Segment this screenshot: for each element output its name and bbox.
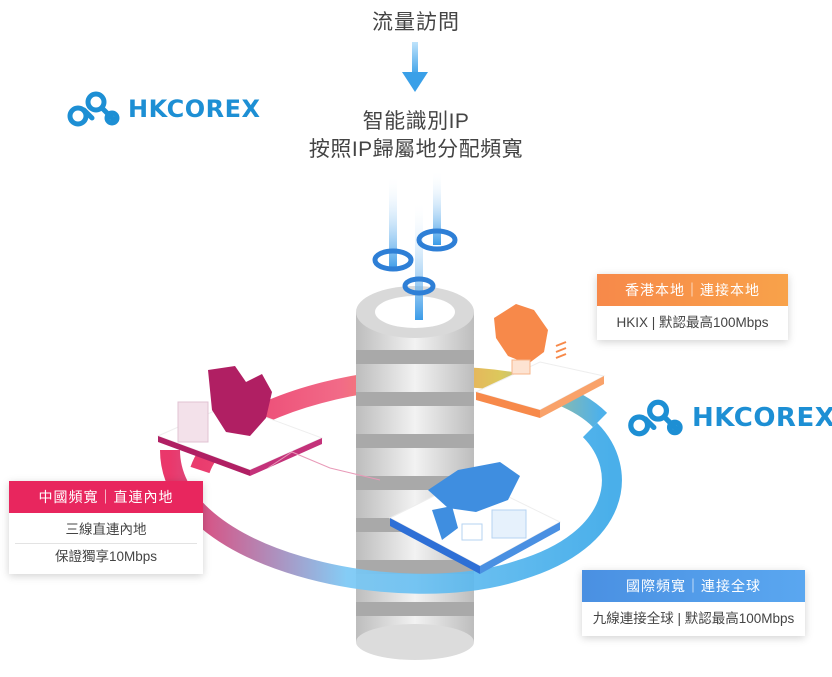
world-platform — [388, 462, 562, 574]
logo-wordmark: HKCOREX — [692, 403, 832, 433]
hk-platform — [474, 304, 606, 418]
logo-wordmark: HKCOREX — [128, 95, 261, 123]
hkcorex-logo-right: HKCOREX — [626, 396, 832, 440]
hkcorex-logo-icon — [628, 399, 683, 437]
china-card-row-2: 保證獨享10Mbps — [54, 549, 158, 564]
china-map-icon — [208, 366, 272, 436]
hk-map-icon — [494, 304, 548, 364]
intl-bandwidth-card: 國際頻寬｜連接全球 九線連接全球 | 默認最高100Mbps — [582, 570, 805, 636]
hk-local-card: 香港本地｜連接本地 HKIX | 默認最高100Mbps — [597, 274, 788, 340]
intl-card-header: 國際頻寬｜連接全球 — [582, 570, 805, 602]
traffic-access-title: 流量訪問 — [372, 11, 460, 34]
intl-card-row-1: 九線連接全球 | 默認最高100Mbps — [592, 611, 795, 626]
china-card-header: 中國頻寬｜直連內地 — [9, 481, 203, 513]
hkcorex-logo-left: HKCOREX — [66, 88, 261, 130]
world-map-icon — [428, 462, 520, 512]
china-platform — [156, 366, 324, 476]
smart-ip-caption: 智能識別IP 按照IP歸屬地分配頻寬 — [0, 108, 832, 164]
china-bandwidth-card: 中國頻寬｜直連內地 三線直連內地 保證獨享10Mbps — [9, 481, 203, 574]
data-pipes — [372, 170, 458, 320]
hk-card-header: 香港本地｜連接本地 — [597, 274, 788, 306]
caption-line-1: 智能識別IP — [362, 110, 470, 133]
china-card-row-1: 三線直連內地 — [65, 522, 147, 537]
ring-front — [160, 422, 622, 594]
hk-card-row-1: HKIX | 默認最高100Mbps — [616, 315, 769, 330]
hkcorex-logo-icon — [67, 91, 120, 127]
arrow-down-icon — [402, 42, 428, 92]
caption-line-2: 按照IP歸屬地分配頻寬 — [308, 138, 524, 161]
